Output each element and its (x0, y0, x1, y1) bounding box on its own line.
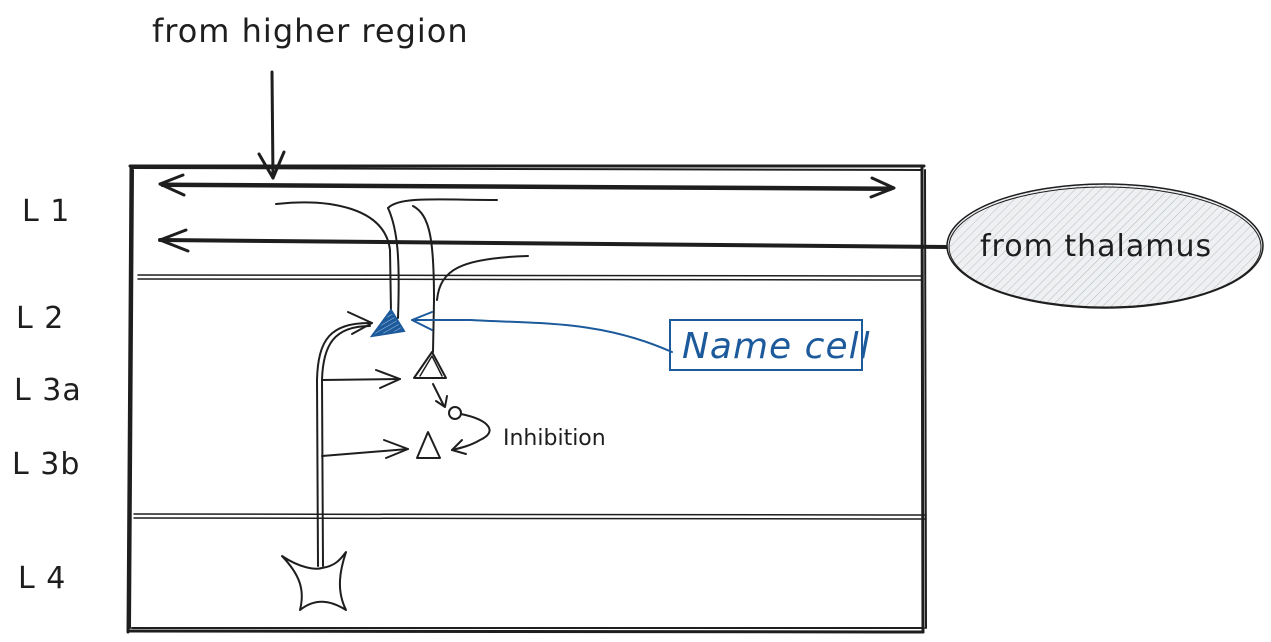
cortex-box (126, 164, 927, 634)
higher-region-arrow (257, 70, 286, 180)
thalamus-bubble: from thalamus (946, 183, 1264, 309)
name-cell-neuron (369, 308, 406, 338)
l4-axon (316, 311, 373, 567)
l3a-input-arrow (321, 369, 401, 389)
layer-label-l2: L 2 (16, 301, 64, 336)
apical-dendrites (275, 198, 529, 353)
inhibitory-interneuron (432, 383, 491, 455)
top-label: from higher region (152, 12, 469, 50)
thalamus-arrow (158, 228, 950, 253)
inhibition-label: Inhibition (503, 426, 606, 451)
layer-label-l4: L 4 (18, 561, 66, 596)
l3b-input-arrow (321, 439, 409, 459)
l3b-neuron (416, 431, 441, 459)
name-cell-label: Name cell (682, 326, 871, 367)
layer-divider-l3-l4 (133, 513, 927, 520)
l1-horizontal-double-arrow (158, 173, 896, 199)
l4-stellate-neuron (281, 551, 347, 611)
layer-label-l3a: L 3a (14, 373, 82, 408)
layer-label-l1: L 1 (22, 194, 70, 229)
name-cell-callout: Name cell (669, 319, 871, 371)
name-cell-pointer (411, 311, 673, 353)
layer-label-l3b: L 3b (12, 447, 80, 482)
thalamus-label: from thalamus (980, 229, 1212, 264)
l3a-neuron (413, 351, 447, 379)
layer-divider-l1-l2 (137, 274, 923, 281)
